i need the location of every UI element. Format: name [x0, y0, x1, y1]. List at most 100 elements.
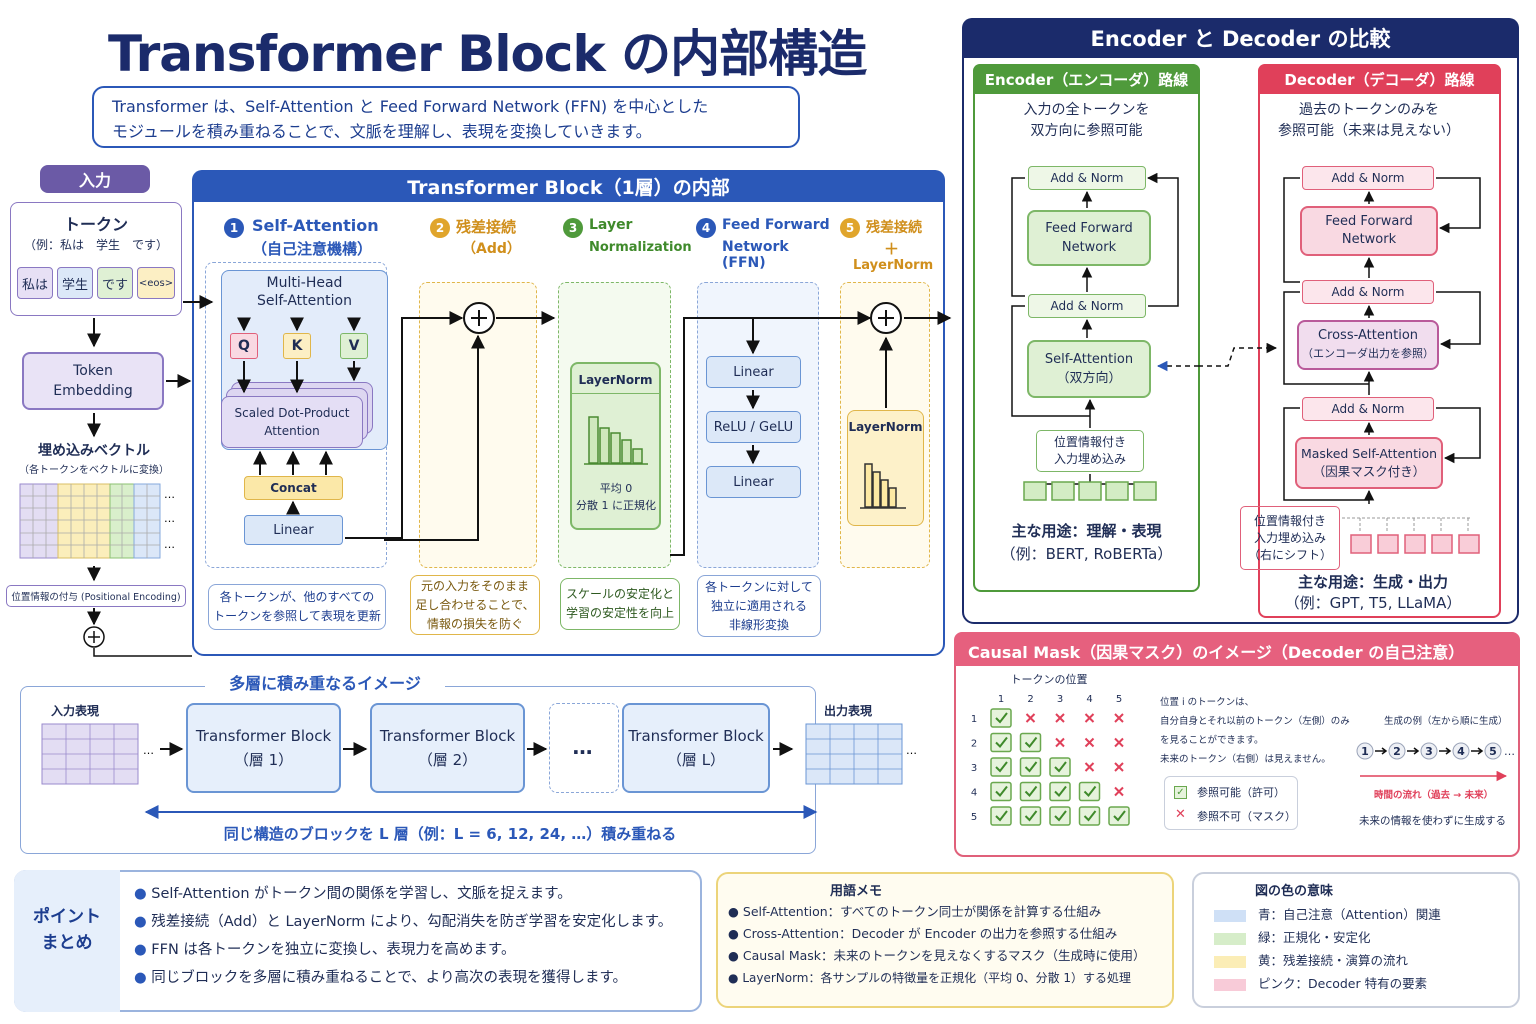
decoder-msa-label: （因果マスク付き） — [1312, 464, 1426, 479]
decoder-header: Decoder（デコーダ）路線 — [1258, 64, 1501, 94]
positional-encoding-box: 位置情報の付与 (Positional Encoding) — [6, 585, 186, 607]
intro-box: Transformer は、Self-Attention と Feed Forw… — [92, 86, 800, 148]
embedding-gridlines — [20, 484, 160, 558]
summary-title-bg — [14, 870, 120, 1012]
step-sub: Network (FFN) — [722, 239, 789, 271]
glossary-text: LayerNorm：各サンプルの特徴量を正規化（平均 0、分散 1）する処理 — [742, 971, 1132, 985]
token-chip: 学生 — [57, 267, 93, 299]
decoder-masked-self-attention: Masked Self-Attention （因果マスク付き） — [1295, 437, 1443, 489]
stack-block-2: Transformer Block （層 2） — [370, 703, 525, 793]
encoder-self-attention: Self-Attention （双方向） — [1027, 340, 1151, 398]
glossary-item: ● Causal Mask：未来のトークンを見えなくするマスク（生成時に使用） — [728, 945, 1168, 967]
glossary-item: ● LayerNorm：各サンプルの特徴量を正規化（平均 0、分散 1）する処理 — [728, 967, 1168, 989]
stack-block-label: Transformer Block — [195, 727, 332, 745]
decoder-ffn-label: Network — [1341, 232, 1397, 247]
embedding-column — [109, 483, 135, 559]
bullet-icon: ● — [134, 914, 147, 930]
note-line: 元の入力をそのまま — [420, 578, 529, 593]
note-layernorm: スケールの安定化と 学習の安定性を向上 — [560, 578, 680, 630]
decoder-ffn-label: Feed Forward — [1325, 214, 1413, 229]
concat-box: Concat — [244, 476, 343, 500]
encoder-ffn-label: Feed Forward — [1045, 221, 1133, 236]
mask-desc: 位置 i のトークンは、 自分自身とそれ以前のトークン（左側）のみ を見ることが… — [1160, 693, 1360, 769]
decoder-cross-attention: Cross-Attention （エンコーダ出力を参照） — [1297, 320, 1439, 370]
mask-desc-line: 自分自身とそれ以前のトークン（左側）のみ — [1160, 716, 1350, 727]
embedding-grid: … … … — [19, 483, 175, 559]
embedding-column — [19, 483, 59, 559]
encoder-ffn: Feed Forward Network — [1027, 210, 1151, 266]
note-line: 各トークンが、他のすべての — [219, 590, 375, 604]
encoder-usage: 主な用途：理解・表現 （例：BERT, RoBERTa） — [973, 520, 1200, 566]
color-legend-item: 黄：残差接続・演算の流れ — [1214, 949, 1514, 972]
check-icon: ✓ — [1174, 786, 1187, 799]
decoder-usage: 主な用途：生成・出力 （例：GPT, T5, LLaMA） — [1268, 572, 1478, 614]
glossary-text: Cross-Attention：Decoder が Encoder の出力を参照… — [742, 926, 1118, 941]
bullet-icon: ● — [728, 971, 739, 985]
step-number: 1 — [224, 218, 244, 238]
mha-title: Multi-Head Self-Attention — [221, 274, 388, 310]
stack-block-label: Transformer Block — [628, 727, 764, 745]
mask-desc-line: を見ることができます。 — [1160, 735, 1264, 746]
stack-block-1: Transformer Block （層 1） — [186, 703, 341, 793]
time-flow-label: 時間の流れ（過去 → 未来） — [1374, 790, 1494, 801]
embedding-column — [57, 483, 111, 559]
encoder-addnorm-mid: Add & Norm — [1028, 294, 1146, 318]
encoder-usage-line: （例：BERT, RoBERTa） — [1000, 545, 1173, 563]
k-box: K — [283, 333, 311, 359]
encoder-sa-label: （双方向） — [1056, 371, 1122, 386]
decoder-addnorm-bottom: Add & Norm — [1302, 397, 1434, 421]
grid-ellipsis: … — [906, 744, 917, 757]
mask-legend: ✓ 参照可能（許可） ✕ 参照不可（マスク） — [1164, 776, 1298, 830]
layernorm2-label: LayerNorm — [848, 420, 923, 434]
stack-block-label: （層 L） — [666, 751, 726, 769]
decoder-usage-line: （例：GPT, T5, LLaMA） — [1284, 594, 1462, 612]
note-self-attention: 各トークンが、他のすべての トークンを参照して表現を更新 — [208, 584, 386, 630]
note-line: 独立に適用される — [710, 598, 807, 613]
add-region — [419, 282, 537, 568]
input-header: 入力 — [40, 165, 150, 193]
note-line: 足し合わせることで、 — [415, 597, 535, 612]
decoder-pos-label: （右にシフト） — [1247, 547, 1332, 562]
summary-title: ポイント まとめ — [14, 890, 120, 970]
color-swatch — [1214, 978, 1246, 991]
tokens-box: トークン （例：私は 学生 です） 私は 学生 です <eos> — [10, 202, 182, 316]
decoder-desc: 過去のトークンのみを 参照可能（未来は見えない） — [1258, 100, 1480, 142]
token-embedding-label: Token — [73, 363, 113, 379]
grid-ellipsis: … — [164, 512, 175, 525]
stack-dots: … — [572, 735, 593, 759]
decoder-ca-label: （エンコーダ出力を参照） — [1302, 347, 1434, 360]
step-title: Feed Forward — [722, 217, 830, 233]
mha-label: Self-Attention — [257, 293, 352, 309]
decoder-desc-line: 参照可能（未来は見えない） — [1278, 123, 1460, 139]
layernorm-note-line: 平均 0 — [599, 482, 633, 495]
encoder-usage-line: 主な用途：理解・表現 — [1011, 522, 1162, 540]
summary-item: ● Self-Attention がトークン間の関係を学習し、文脈を捉えます。 — [134, 880, 694, 908]
decoder-msa-label: Masked Self-Attention — [1300, 446, 1438, 461]
decoder-pos-label: 位置情報付き — [1253, 513, 1326, 528]
legend-ok-label: 参照可能（許可） — [1197, 786, 1285, 799]
stack-block-l: Transformer Block （層 L） — [622, 703, 770, 793]
note-line: 各トークンに対して — [705, 579, 813, 594]
stack-caption: 同じ構造のブロックを L 層（例：L = 6, 12, 24, …）積み重ねる — [223, 825, 677, 843]
tokens-title: トークン — [63, 215, 128, 234]
embed-vector-sub: （各トークンをベクトルに変換） — [19, 465, 169, 476]
step-sub2: LayerNorm — [853, 258, 934, 273]
summary-title-line: ポイント — [33, 907, 101, 927]
color-legend-item: ピンク：Decoder 特有の要素 — [1214, 972, 1514, 995]
encoder-sa-label: Self-Attention — [1044, 352, 1134, 367]
color-legend-list: 青：自己注意（Attention）関連 緑：正規化・安定化 黄：残差接続・演算の… — [1214, 903, 1514, 995]
ffn-activation: ReLU / GeLU — [706, 411, 801, 443]
stack-output-label: 出力表現 — [823, 704, 872, 718]
encoder-pos-label: 入力埋め込み — [1053, 452, 1126, 466]
note-line: 非線形変換 — [728, 617, 789, 632]
page-title: Transformer Block の内部構造 — [108, 25, 867, 83]
decoder-usage-line: 主な用途：生成・出力 — [1297, 573, 1448, 591]
glossary-item: ● Self-Attention：すべてのトークン同士が関係を計算する仕組み — [728, 901, 1168, 923]
embedding-column — [133, 483, 161, 559]
linear-box: Linear — [244, 515, 343, 545]
legend-ng-label: 参照不可（マスク） — [1197, 810, 1296, 823]
step-sub: Normalization — [589, 240, 692, 255]
stack-output-grid: … — [805, 723, 917, 785]
token-embedding-box: Token Embedding — [22, 352, 164, 410]
encoder-ffn-label: Network — [1061, 240, 1117, 255]
